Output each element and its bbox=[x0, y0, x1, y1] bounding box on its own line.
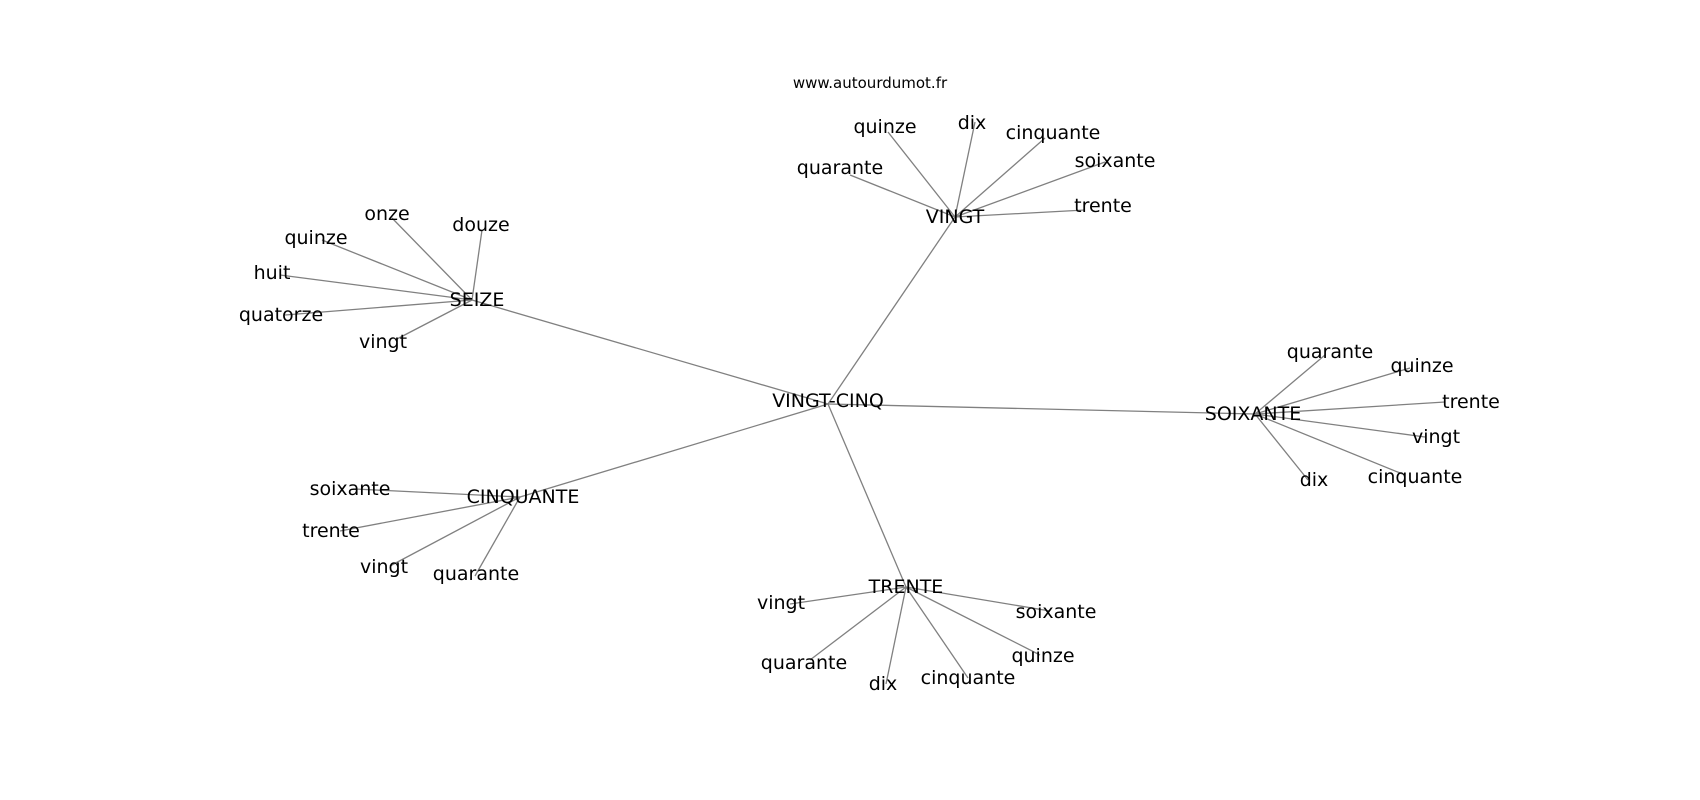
node-hub-trente: TRENTE bbox=[868, 576, 944, 598]
edge-cinquante-vingt bbox=[389, 496, 521, 567]
node-leaf-seize-huit: huit bbox=[254, 262, 291, 284]
edge-trente-quinze bbox=[905, 586, 1041, 656]
edge-vingt-soixante bbox=[954, 161, 1106, 218]
edge-center-seize bbox=[471, 299, 829, 405]
edge-seize-onze bbox=[391, 217, 473, 301]
edge-vingt-cinquante bbox=[954, 137, 1046, 218]
edge-trente-soixante bbox=[905, 586, 1051, 612]
edge-cinquante-trente bbox=[339, 496, 521, 532]
node-hub-soixante: SOIXANTE bbox=[1205, 403, 1301, 425]
node-leaf-soixante-trente: trente bbox=[1442, 391, 1500, 413]
edge-soixante-cinquante bbox=[1254, 413, 1406, 476]
edge-cinquante-quarante bbox=[474, 496, 521, 577]
edge-seize-huit bbox=[279, 274, 473, 301]
node-leaf-trente-quinze: quinze bbox=[1011, 645, 1074, 667]
node-leaf-trente-quarante: quarante bbox=[761, 652, 847, 674]
node-leaf-vingt-quarante: quarante bbox=[797, 157, 883, 179]
node-leaf-cinquante-vingt: vingt bbox=[360, 556, 408, 578]
edge-soixante-quarante bbox=[1254, 354, 1326, 415]
edge-seize-quinze bbox=[321, 239, 473, 301]
node-leaf-vingt-dix: dix bbox=[958, 112, 987, 134]
edge-center-soixante bbox=[827, 403, 1256, 415]
node-leaf-trente-vingt: vingt bbox=[757, 592, 805, 614]
edge-seize-vingt bbox=[394, 299, 473, 341]
edge-soixante-trente bbox=[1254, 401, 1446, 415]
edge-trente-vingt bbox=[789, 586, 907, 605]
edge-seize-quatorze bbox=[284, 299, 473, 316]
edge-center-trente bbox=[827, 403, 907, 588]
node-leaf-trente-cinquante: cinquante bbox=[921, 667, 1016, 689]
node-leaf-seize-quinze: quinze bbox=[284, 227, 347, 249]
edge-soixante-vingt bbox=[1254, 413, 1426, 438]
edge-vingt-quarante bbox=[849, 174, 956, 218]
node-leaf-seize-douze: douze bbox=[452, 214, 509, 236]
edge-center-cinquante bbox=[519, 403, 829, 498]
node-leaf-vingt-trente: trente bbox=[1074, 195, 1132, 217]
node-hub-seize: SEIZE bbox=[450, 289, 505, 311]
node-leaf-soixante-quarante: quarante bbox=[1287, 341, 1373, 363]
node-leaf-soixante-quinze: quinze bbox=[1390, 355, 1453, 377]
node-leaf-vingt-soixante: soixante bbox=[1075, 150, 1156, 172]
edge-cinquante-soixante bbox=[354, 488, 521, 498]
node-leaf-trente-soixante: soixante bbox=[1016, 601, 1097, 623]
node-leaf-soixante-cinquante: cinquante bbox=[1368, 466, 1463, 488]
edge-vingt-dix bbox=[954, 121, 976, 218]
edge-seize-douze bbox=[471, 229, 483, 301]
edge-center-vingt bbox=[827, 216, 956, 405]
node-leaf-vingt-quinze: quinze bbox=[853, 116, 916, 138]
node-leaf-vingt-cinquante: cinquante bbox=[1006, 122, 1101, 144]
node-leaf-soixante-vingt: vingt bbox=[1412, 426, 1460, 448]
node-center: VINGT-CINQ bbox=[772, 390, 884, 412]
node-leaf-soixante-dix: dix bbox=[1300, 469, 1329, 491]
node-hub-cinquante: CINQUANTE bbox=[467, 486, 580, 508]
node-leaf-seize-vingt: vingt bbox=[359, 331, 407, 353]
edge-trente-cinquante bbox=[905, 586, 969, 679]
edge-vingt-trente bbox=[954, 209, 1086, 218]
node-leaf-cinquante-quarante: quarante bbox=[433, 563, 519, 585]
edge-soixante-quinze bbox=[1254, 367, 1411, 415]
node-hub-vingt: VINGT bbox=[926, 206, 985, 228]
graph-edges bbox=[279, 121, 1446, 685]
graph-labels: VINGT-CINQ VINGT quarante quinze dix cinquant… bbox=[239, 112, 1500, 695]
edge-trente-dix bbox=[885, 586, 907, 685]
edge-soixante-dix bbox=[1254, 413, 1309, 481]
edge-vingt-quinze bbox=[887, 131, 956, 218]
edge-trente-quarante bbox=[809, 586, 907, 661]
node-leaf-seize-quatorze: quatorze bbox=[239, 304, 323, 326]
node-leaf-seize-onze: onze bbox=[364, 203, 409, 225]
node-leaf-trente-dix: dix bbox=[869, 673, 898, 695]
node-leaf-cinquante-soixante: soixante bbox=[310, 478, 391, 500]
node-leaf-cinquante-trente: trente bbox=[302, 520, 360, 542]
site-watermark[interactable]: www.autourdumot.fr bbox=[793, 74, 948, 92]
